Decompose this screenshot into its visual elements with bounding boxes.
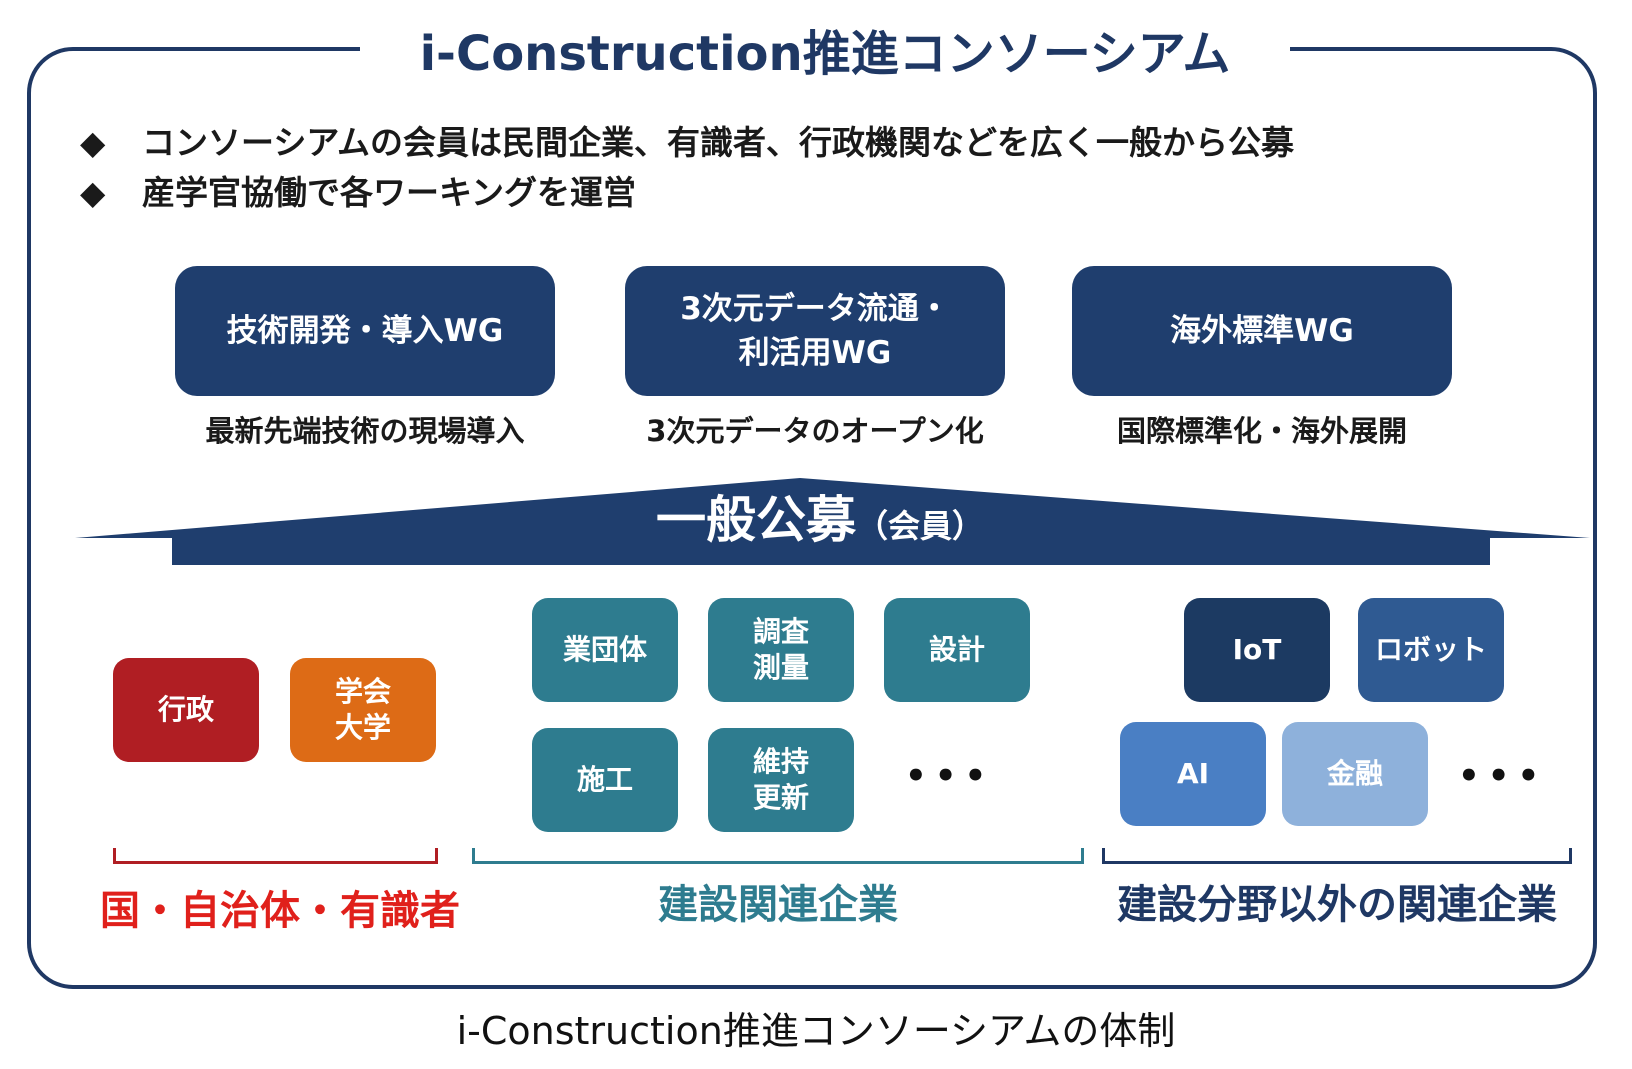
government-group-label: 国・自治体・有識者 [100,888,460,934]
member-label: 大学 [334,711,391,744]
member-box-ai: AI [1120,722,1266,826]
member-label: 施工 [576,763,633,796]
wg-box-3d-data: 3次元データ流通・ 利活用WG [625,266,1005,396]
public-recruitment-label: 一般公募（会員） [620,490,1020,562]
wg-description-tech: 最新先端技術の現場導入 [205,414,525,448]
member-label: IoT [1232,633,1282,666]
member-box-survey: 調査 測量 [708,598,854,702]
bullet-list: ◆ コンソーシアムの会員は民間企業、有識者、行政機関などを広く一般から公募 ◆ 産学… [80,118,1294,218]
member-box-design: 設計 [884,598,1030,702]
member-box-maintenance: 維持 更新 [708,728,854,832]
bullet-text: 産学官協働で各ワーキングを運営 [142,173,637,212]
figure-caption: i-Construction推進コンソーシアムの体制 [456,1009,1176,1053]
bullet-item: ◆ 産学官協働で各ワーキングを運営 [80,168,1294,218]
title-gap [360,30,1290,70]
bullet-text: コンソーシアムの会員は民間企業、有識者、行政機関などを広く一般から公募 [142,123,1295,162]
member-label: 金融 [1326,757,1383,790]
wg-label: 3次元データ流通・ [680,291,950,327]
construction-bracket [472,848,1084,864]
member-box-construction: 施工 [532,728,678,832]
member-label: 学会 [334,675,391,708]
diamond-icon: ◆ [80,173,106,212]
public-recruitment-sub: （会員） [855,507,984,545]
member-label: 行政 [157,693,214,726]
member-box-iot: IoT [1184,598,1330,702]
government-bracket [113,848,438,864]
member-label: 維持 [752,745,809,778]
diagram-title: i-Construction推進コンソーシアム [419,26,1231,82]
other-industry-bracket [1102,848,1572,864]
member-box-government: 行政 [113,658,259,762]
wg-box-tech: 技術開発・導入WG [175,266,555,396]
member-label: 設計 [928,633,985,666]
member-label: 測量 [752,651,809,684]
member-label: ロボット [1374,633,1487,666]
wg-label: 利活用WG [738,335,892,371]
wg-description-overseas: 国際標準化・海外展開 [1116,414,1407,448]
diamond-icon: ◆ [80,123,106,162]
member-box-industry-association: 業団体 [532,598,678,702]
wg-label: 技術開発・導入WG [226,313,504,349]
wg-description-3d-data: 3次元データのオープン化 [646,414,984,448]
member-box-robot: ロボット [1358,598,1504,702]
member-box-academia: 学会 大学 [290,658,436,762]
member-label: AI [1176,757,1210,790]
ellipsis-icon: ••• [905,756,995,796]
bullet-item: ◆ コンソーシアムの会員は民間企業、有識者、行政機関などを広く一般から公募 [80,118,1294,168]
member-label: 更新 [752,781,809,814]
wg-box-overseas: 海外標準WG [1072,266,1452,396]
member-label: 調査 [752,615,809,648]
other-industry-group-label: 建設分野以外の関連企業 [1117,882,1557,928]
member-box-finance: 金融 [1282,722,1428,826]
wg-label: 海外標準WG [1170,313,1354,349]
construction-group-label: 建設関連企業 [658,882,898,928]
public-recruitment-main: 一般公募 [655,491,856,549]
ellipsis-icon: ••• [1458,756,1548,796]
member-label: 業団体 [562,633,647,666]
